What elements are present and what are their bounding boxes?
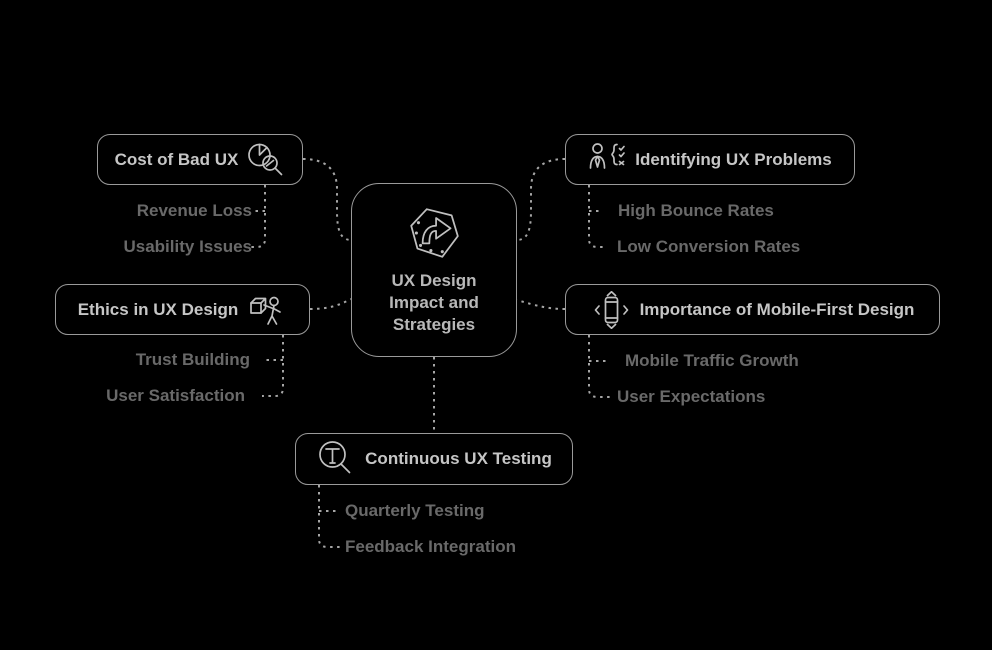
child-label: Trust Building (135, 350, 250, 369)
node-importance-of-mobile-first-design: Importance of Mobile-First Design (565, 284, 940, 335)
user-checklist-icon (588, 141, 626, 179)
child-label: High Bounce Rates (618, 201, 774, 220)
magnifier-t-icon (316, 439, 356, 479)
connector-identifying-to-center (516, 158, 566, 241)
child-label: User Expectations (617, 387, 766, 406)
connector-ethics-children (262, 335, 284, 397)
mobile-move-icon (591, 290, 631, 329)
child-label: Revenue Loss (136, 201, 252, 220)
node-label: Importance of Mobile-First Design (639, 299, 915, 319)
child-label: Feedback Integration (345, 537, 516, 556)
center-node: UX Design Impact and Strategies (351, 183, 517, 357)
node-continuous-ux-testing: Continuous UX Testing (295, 433, 573, 485)
node-cost-of-bad-ux: Cost of Bad UX (97, 134, 303, 185)
node-label: Ethics in UX Design (77, 299, 239, 319)
connector-mobile-children (588, 335, 611, 398)
pie-chart-magnifier-icon (247, 142, 285, 177)
child-label: Low Conversion Rates (617, 237, 801, 256)
node-label: Continuous UX Testing (365, 449, 552, 468)
child-label: User Satisfaction (106, 386, 245, 405)
center-title-line: UX Design (391, 271, 477, 290)
connector-mobile-to-center (516, 299, 566, 310)
connector-identifying-children (588, 185, 604, 248)
child-label: Quarterly Testing (345, 501, 485, 520)
node-identifying-ux-problems: Identifying UX Problems (565, 134, 855, 185)
center-title-line: Strategies (392, 315, 476, 334)
center-title-line: Impact and (389, 293, 479, 312)
connector-ethics-to-center (309, 298, 352, 310)
child-label: Usability Issues (123, 237, 252, 256)
connector-cost-to-center (302, 158, 352, 241)
connector-cost-children (250, 185, 266, 248)
impact-arrow-icon (405, 204, 463, 262)
node-label: Identifying UX Problems (635, 149, 832, 169)
node-ethics-in-ux-design: Ethics in UX Design (55, 284, 310, 335)
person-cube-icon (247, 291, 287, 329)
connector-testing-children (318, 485, 340, 548)
child-label: Mobile Traffic Growth (625, 351, 799, 370)
node-label: Cost of Bad UX (114, 149, 239, 169)
